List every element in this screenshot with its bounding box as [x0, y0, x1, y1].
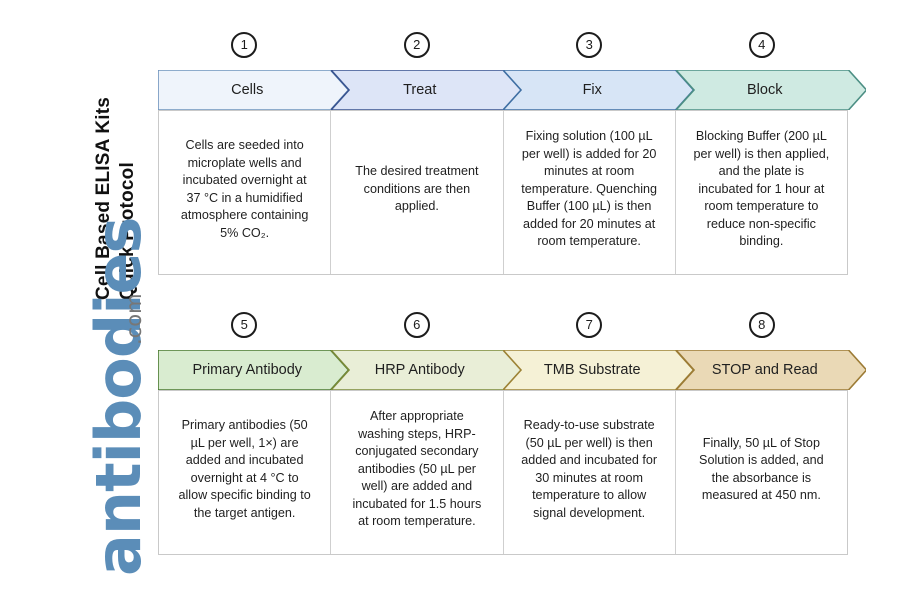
step-description-cell: After appropriate washing steps, HRP-con…	[331, 391, 504, 554]
description-strip-1: Cells are seeded into microplate wells a…	[158, 110, 848, 275]
step-description-cell: Cells are seeded into microplate wells a…	[159, 111, 332, 274]
step-description-text: After appropriate washing steps, HRP-con…	[352, 409, 482, 529]
step-description-text: Primary antibodies (50 µL per well, 1×) …	[178, 418, 311, 520]
step-description-cell: Primary antibodies (50 µL per well, 1×) …	[159, 391, 332, 554]
step-badge-strip-1: 1 2 3 4	[158, 32, 848, 70]
brand-logo-tld: .com	[122, 293, 146, 345]
chevron-shape	[675, 70, 866, 110]
process-step-chevron[interactable]: Block	[675, 70, 866, 110]
process-step-chevron[interactable]: STOP and Read	[675, 350, 866, 390]
chevron-label: Block	[747, 82, 783, 98]
chevron-label: Primary Antibody	[192, 362, 303, 378]
step-number-badge: 6	[403, 312, 430, 338]
process-step-chevron[interactable]: Cells	[158, 70, 349, 110]
brand-logo: antibodies .com	[0, 0, 160, 594]
step-description-text: Blocking Buffer (200 µL per well) is the…	[693, 129, 830, 249]
description-strip-2: Primary antibodies (50 µL per well, 1×) …	[158, 390, 848, 555]
step-description-cell: Blocking Buffer (200 µL per well) is the…	[676, 111, 847, 274]
process-step-chevron[interactable]: TMB Substrate	[503, 350, 694, 390]
step-description-text: Finally, 50 µL of Stop Solution is added…	[699, 435, 824, 503]
step-number-badge: 3	[576, 32, 603, 58]
process-flow-row-2: 5 6 7 8 Primary Antibody HRP Antibody TMB Sub…	[158, 312, 866, 555]
step-number-badge: 7	[576, 312, 603, 338]
chevron-strip-1: Cells Treat Fix Block	[158, 70, 866, 110]
chevron-label: TMB Substrate	[543, 362, 641, 378]
brand-logo-wordmark: antibodies	[82, 217, 155, 576]
process-step-chevron[interactable]: Primary Antibody	[158, 350, 349, 390]
chevron-strip-2: Primary Antibody HRP Antibody TMB Substrat…	[158, 350, 866, 390]
step-number-badge: 1	[231, 32, 258, 58]
process-step-chevron[interactable]: Fix	[503, 70, 694, 110]
step-description-cell: Fixing solution (100 µL per well) is add…	[504, 111, 676, 274]
chevron-label: Cells	[231, 82, 264, 98]
step-number-badge: 8	[748, 312, 775, 338]
step-number-badge: 4	[748, 32, 775, 58]
chevron-label: Fix	[582, 82, 602, 98]
process-step-chevron[interactable]: HRP Antibody	[330, 350, 521, 390]
chevron-label: STOP and Read	[711, 362, 818, 378]
step-description-cell: The desired treatment conditions are the…	[331, 111, 504, 274]
step-description-cell: Ready-to-use substrate (50 µL per well) …	[504, 391, 676, 554]
step-description-text: The desired treatment conditions are the…	[355, 164, 479, 214]
chevron-shape	[330, 350, 521, 390]
chevron-label: Treat	[403, 82, 437, 98]
step-description-text: Cells are seeded into microplate wells a…	[180, 138, 309, 240]
chevron-shape	[503, 70, 694, 110]
step-badge-strip-2: 5 6 7 8	[158, 312, 848, 350]
process-flow-row-1: 1 2 3 4 Cells Treat Fix Block Cells are seeded…	[158, 32, 866, 275]
step-number-badge: 5	[231, 312, 258, 338]
chevron-shape	[503, 350, 694, 390]
step-number-badge: 2	[403, 32, 430, 58]
step-description-text: Fixing solution (100 µL per well) is add…	[521, 129, 658, 249]
step-description-text: Ready-to-use substrate (50 µL per well) …	[521, 418, 658, 520]
step-description-cell: Finally, 50 µL of Stop Solution is added…	[676, 391, 847, 554]
chevron-shape	[330, 70, 521, 110]
chevron-label: HRP Antibody	[374, 362, 465, 378]
chevron-shape	[675, 350, 866, 390]
process-step-chevron[interactable]: Treat	[330, 70, 521, 110]
